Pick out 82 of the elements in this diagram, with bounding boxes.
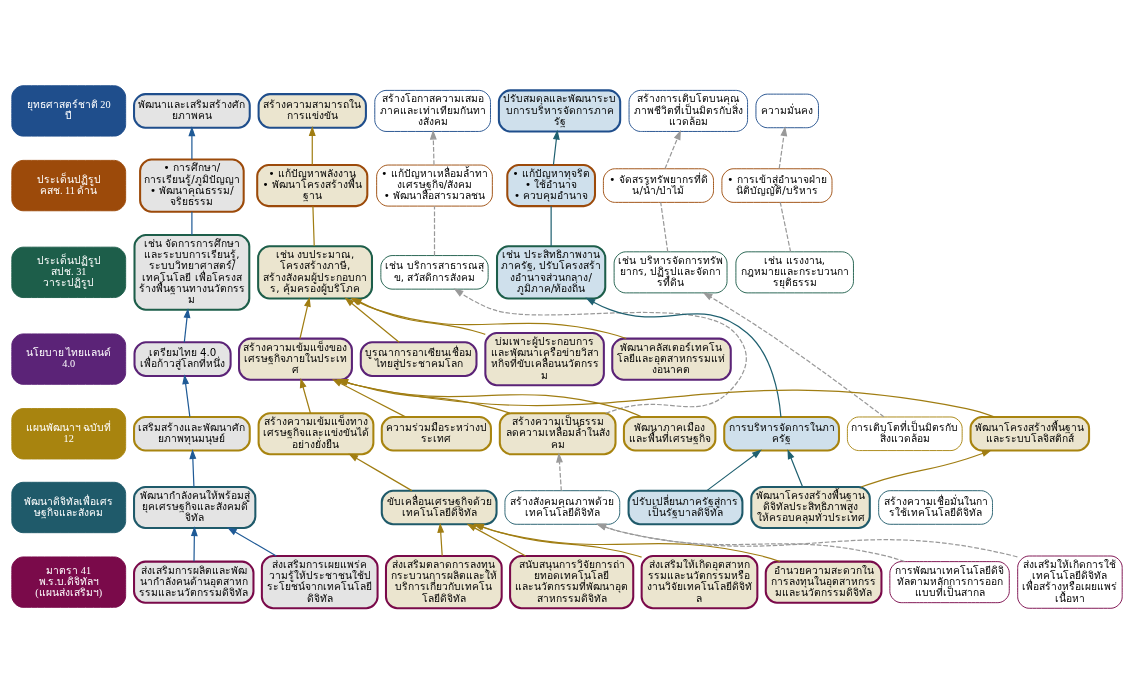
node-box: สร้างการเติบโตบนคุณภาพชีวิตที่เป็นมิตรกับสิ่งแวดล้อม [628,89,748,132]
node-box: สร้างความเข้มแข็งทางเศรษฐกิจและแข่งขันได้อย่างยั่งยืน [257,411,375,455]
arrow [190,525,198,562]
node-box: เช่น บริการสาธารณสุข, สวัสดิการสังคม [380,254,489,290]
arrow [183,307,191,343]
node-box: มาตรา 41 พ.ร.บ.ดิจิทัลฯ (แผนส่งเสริมฯ) [11,556,127,608]
arrow [188,125,196,160]
node-box: ประเด็นปฏิรูป สปช. 31 วาระปฏิรูป [11,246,127,298]
node-box: สร้างความเชื่อมั่นในการใช้เทคโนโลยีดิจิทัล [878,489,993,525]
connector [550,205,552,247]
connector [433,205,436,256]
arrow [348,453,413,491]
node-box: เช่น งบประมาณ, โครงสร้างภาษี, สร้างสังคมผู้ประกอบการ, คุ้มครองผู้บริโภค [257,244,373,299]
node-box: การพัฒนาเทคโนโลยีดิจิทัลตามหลักการการออกแบบที่เป็นสากล [889,560,1010,603]
node-box: ความมั่นคง [755,93,819,128]
arrow [453,287,747,414]
arrow [860,449,992,488]
node-box: ความร่วมมือระหว่างประเทศ [380,415,492,452]
node-box: นโยบาย ไทยแลนด์ 4.0 [11,332,127,385]
node-box: ส่งเสริมการเผยแพร่ความรู้ให้ประชาชนใช้ประโยชน์จากเทคโนโลยีดิจิทัล [260,554,379,609]
node-box: เตรียมไทย 4.0 เพื่อก้าวสู่โลกที่หนึ่ง [133,340,232,377]
node-box: • แก้ปัญหาเหลื่อมล้ำทางเศรษฐกิจ/สังคม • พัฒนาสื่อสารมวลชน [376,164,493,207]
node-box: • จัดสรรทรัพยากรที่ดิน/น้ำ/ป่าไม้ [602,167,714,203]
node-box: พัฒนาและเสริมสร้างศักยภาพคน [133,92,251,129]
arrow [556,452,563,491]
connector [779,201,792,252]
node-box: พัฒนาดิจิทัลเพื่อเศรษฐกิจและสังคม [11,481,127,533]
arrow [429,129,437,165]
arrow [226,526,277,557]
arrow [308,125,316,165]
node-box: พัฒนาโครงสร้างพื้นฐานดิจิทัลประสิทธิภาพสูง ให้ครอบคลุมทั่วประเทศ [750,485,871,529]
arrow [189,448,197,488]
node-box: การบริหารจัดการในภาครัฐ [723,415,841,452]
arrow [664,129,681,169]
node-box: ปรับสมดุลและพัฒนาระบบการบริหารจัดการภาครัฐ [497,88,622,132]
arrow [778,125,788,169]
node-box: สร้างความเป็นธรรม ลดความเหลื่อมล้ำในสังคม [498,411,617,455]
arrow [706,449,762,491]
node-box: สร้างความสามารถในการแข่งขัน [257,92,367,129]
connector [660,201,669,252]
node-box: สร้างความเข้มแข็งของเศรษฐกิจภายในประเทศ [238,337,353,381]
node-box: สร้างโอกาสความเสมอภาคและเท่าเทียมกันทางสังคม [374,89,491,132]
node-box: เช่น บริหารจัดการทรัพยากร, ปฏิรูปและจัดการที่ดิน [613,250,728,293]
node-box: เช่น แรงงาน, กฎหมายและกระบวนการยุติธรรม [735,250,854,293]
node-box: • การศึกษา/การเรียนรู้/ภูมิปัญญา • พัฒนาคุณธรรม/จริยธรรม [139,157,245,213]
node-box: การเติบโตที่เป็นมิตรกับสิ่งแวดล้อม [846,416,963,451]
arrow [437,522,445,556]
node-box: ประเด็นปฏิรูป คสช. 11 ด้าน [11,159,127,211]
node-box: บูรณาการอาเซียนเชื่อมไทยสู่ประชาคมโลก [359,340,478,377]
arrow [596,523,906,562]
node-box: พัฒนากำลังคนให้พร้อมสู่ยุคเศรษฐกิจและสังคมดิจิทัล [133,485,257,529]
arrow [552,129,560,165]
arrow [299,296,311,339]
node-box: อำนวยความสะดวกในการลงทุนในอุตสาหกรรมและนวัตกรรมดิจิทัล [764,560,883,604]
node-box: เช่น จัดการการศึกษาและระบบการเรียนรู้, ระบบวิทยาศาสตร์/เทคโนโลยี เพื่อโครงสร้างพื้นฐานทางนวัตกรรม [133,233,251,311]
node-box: ส่งเสริมการผลิตและพัฒนากำลังคนด้านอุตสาหกรรมและนวัตกรรมดิจิทัล [133,560,255,604]
node-box: ส่งเสริมให้เกิดอุตสาหกรรมและนวัตกรรมหรืองานวิจัยเทคโนโลยีดิจิทัล [640,554,759,609]
node-box: พัฒนาโครงสร้างพื้นฐานและระบบโลจิสติกส์ [969,415,1091,452]
node-box: แผนพัฒนาฯ ฉบับที่ 12 [11,407,127,459]
node-box: ปรับเปลี่ยนภาครัฐสู่การเป็นรัฐบาลดิจิทัล [627,489,744,525]
node-box: • แก้ปัญหาทุจริต • ใช้อำนาจ • ควบคุมอำนาจ [506,163,596,207]
arrow [299,377,311,414]
arrow [585,297,782,418]
node-box: สร้างสังคมคุณภาพด้วยเทคโนโลยีดิจิทัล [504,489,621,525]
node-box: ขับเคลื่อนเศรษฐกิจด้วยเทคโนโลยีดิจิทัล [380,489,498,525]
arrow [182,373,191,417]
arrow [787,448,804,488]
node-box: พัฒนาภาคเมือง และพื้นที่เศรษฐกิจ [622,415,717,452]
node-box: ยุทธศาสตร์ชาติ 20 ปี [11,84,127,137]
node-box: เสริมสร้างและพัฒนาศักยภาพทุนมนุษย์ [133,415,251,452]
node-box: ส่งเสริมให้เกิดการใช้เทคโนโลยีดิจิทัล เพื่อสร้างหรือเผยแพร่เนื้อหา [1017,555,1123,609]
node-box: บ่มเพาะผู้ประกอบการและพัฒนาเครือข่ายวิสาหกิจที่ขับเคลื่อนนวัตกรรม [484,331,605,386]
connector [312,205,315,247]
arrow [596,523,1018,558]
node-box: เช่น ประสิทธิภาพงานภาครัฐ, ปรับโครงสร้างอำนาจส่วนกลาง/ภูมิภาค/ท้องถิ่น [496,244,607,299]
arrow [702,291,885,417]
node-box: • แก้ปัญหาพลังงาน • พัฒนาโครงสร้างพื้นฐาน [256,163,369,207]
node-box: พัฒนาคลัสเตอร์เทคโนโลยีและอุตสาหกรรมแห่งอนาคต [611,337,732,381]
connector [191,210,193,236]
node-box: สนับสนุนการวิจัยการถ่ายทอดเทคโนโลยี และนวัตกรรมที่พัฒนาอุตสาหกรรมดิจิทัล [509,554,635,609]
node-box: • การเข้าสู่อำนาจฝ่ายนิติบัญญัติ/บริหาร [721,167,833,203]
node-box: ส่งเสริมตลาดการลงทุนกระบวนการผลิตและให้บริการเกี่ยวกับเทคโนโลยีดิจิทัล [384,554,503,609]
